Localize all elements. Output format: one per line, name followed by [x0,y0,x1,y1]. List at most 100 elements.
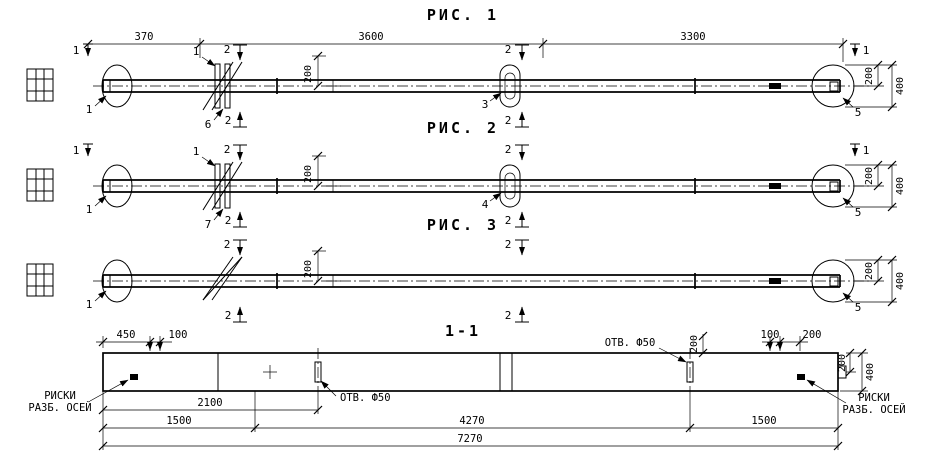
figure-3: РИС. 3 1 2 2 [26,216,906,323]
cut-a-bottom-label: 2 [225,309,232,322]
dim-400-right: 400 [895,177,906,195]
hole-label-right: ОТВ. Ф50 [605,337,656,349]
section-1-marks [83,43,860,57]
dims-bottom [98,391,843,451]
figure-2: РИС. 2 1 1 1 [26,119,906,231]
leader-line [213,208,224,221]
cut-b-bottom-label: 2 [505,309,512,322]
cut-b-top-label: 2 [505,143,512,156]
end-label-left: 1 [86,103,93,116]
embedded-plate [769,183,781,189]
end-label-left: 1 [86,298,93,311]
mid-detail-oval [499,64,521,108]
section-1-label-right: 1 [863,44,870,57]
cut-2-left-marks [233,144,247,228]
dim-200-hole-right [698,331,708,358]
right-end-dimensions [845,60,897,112]
leader-line [842,292,854,303]
right-end-notch [829,181,839,192]
leader-line [201,156,216,167]
riski-left-line2: РАЗБ. ОСЕЙ [28,401,91,414]
hole-offset-dimension [312,51,341,92]
end-label-right: 5 [855,206,862,219]
leader-line [94,290,107,302]
hole-label-left: ОТВ. Ф50 [340,392,391,404]
right-end-notch [829,81,839,92]
top-dimension-lines [83,38,848,62]
cut-b-bottom-label: 2 [505,214,512,227]
right-end-notch [829,276,839,287]
dim-200-right: 200 [864,167,875,185]
cut-a-top-label: 2 [224,143,231,156]
dim-100-left: 100 [169,329,188,341]
beam-outline [102,179,841,193]
detail-label-top: 1 [193,45,200,58]
leader-line [201,56,216,67]
cut-a-top-label: 2 [224,238,231,251]
leader-line [806,379,847,404]
left-end-detail-ellipse [101,64,133,108]
column-cross-section-icon [26,68,54,102]
leader-line [320,380,337,397]
riski-right-line2: РАЗБ. ОСЕЙ [842,403,905,416]
dim-200-right: 200 [803,329,822,341]
section-1-label-left: 1 [73,44,80,57]
dim-200-offset: 200 [303,165,314,183]
leader-line [213,108,224,121]
column-cross-section-icon [26,263,54,297]
dims-top-right [762,336,808,351]
dim-370: 370 [135,31,154,43]
mid-detail-label: 3 [482,98,489,111]
riski-right-line1: РИСКИ [858,392,890,404]
leader-line [94,95,107,107]
dim-200-end: 200 [837,354,848,372]
embed-detail [202,256,243,301]
right-end-dimensions [845,255,897,307]
cut-b-bottom-label: 2 [505,114,512,127]
section-1-marks [83,143,860,157]
cut-a-bottom-label: 2 [225,214,232,227]
dim-400-end: 400 [865,363,876,381]
embedded-plate [769,83,781,89]
dim-3600: 3600 [358,31,383,43]
figure-3-title: РИС. 3 [427,216,499,234]
dims-top-left [96,336,172,351]
leader-line [89,379,129,402]
dims-right-end [840,348,868,396]
leader-line [489,192,502,202]
dim-100-right: 100 [761,329,780,341]
embed-detail [202,61,243,111]
end-label-left: 1 [86,203,93,216]
dim-200-offset: 200 [303,65,314,83]
cut-2-left-marks [233,239,247,323]
cut-a-bottom-label: 2 [225,114,232,127]
left-end-detail-ellipse [101,259,133,303]
mid-detail-slot [504,172,516,200]
right-end-detail-circle [811,164,855,208]
dim-450: 450 [117,329,136,341]
hole-offset-dimension [312,246,341,287]
end-label-right: 5 [855,106,862,119]
mid-detail-label: 4 [482,198,489,211]
leader-line [489,92,502,102]
cut-2-right-marks [515,239,529,323]
detail-label-bottom: 6 [205,118,212,131]
mid-detail-slot [504,72,516,100]
cut-b-top-label: 2 [505,238,512,251]
cut-2-right-marks [515,44,529,128]
cut-b-top-label: 2 [505,43,512,56]
axis-mark-left [130,374,138,380]
figure-2-title: РИС. 2 [427,119,499,137]
leader-line [842,97,854,108]
column-cross-section-icon [26,168,54,202]
dim-400-right: 400 [895,272,906,290]
section-1-1: 1-1 450 100 [28,322,906,451]
leader-line [658,347,687,363]
dim-200-right: 200 [864,262,875,280]
right-end-detail-circle [811,64,855,108]
cut-2-left-marks [233,44,247,128]
embedded-plate [769,278,781,284]
embed-detail [202,161,243,211]
